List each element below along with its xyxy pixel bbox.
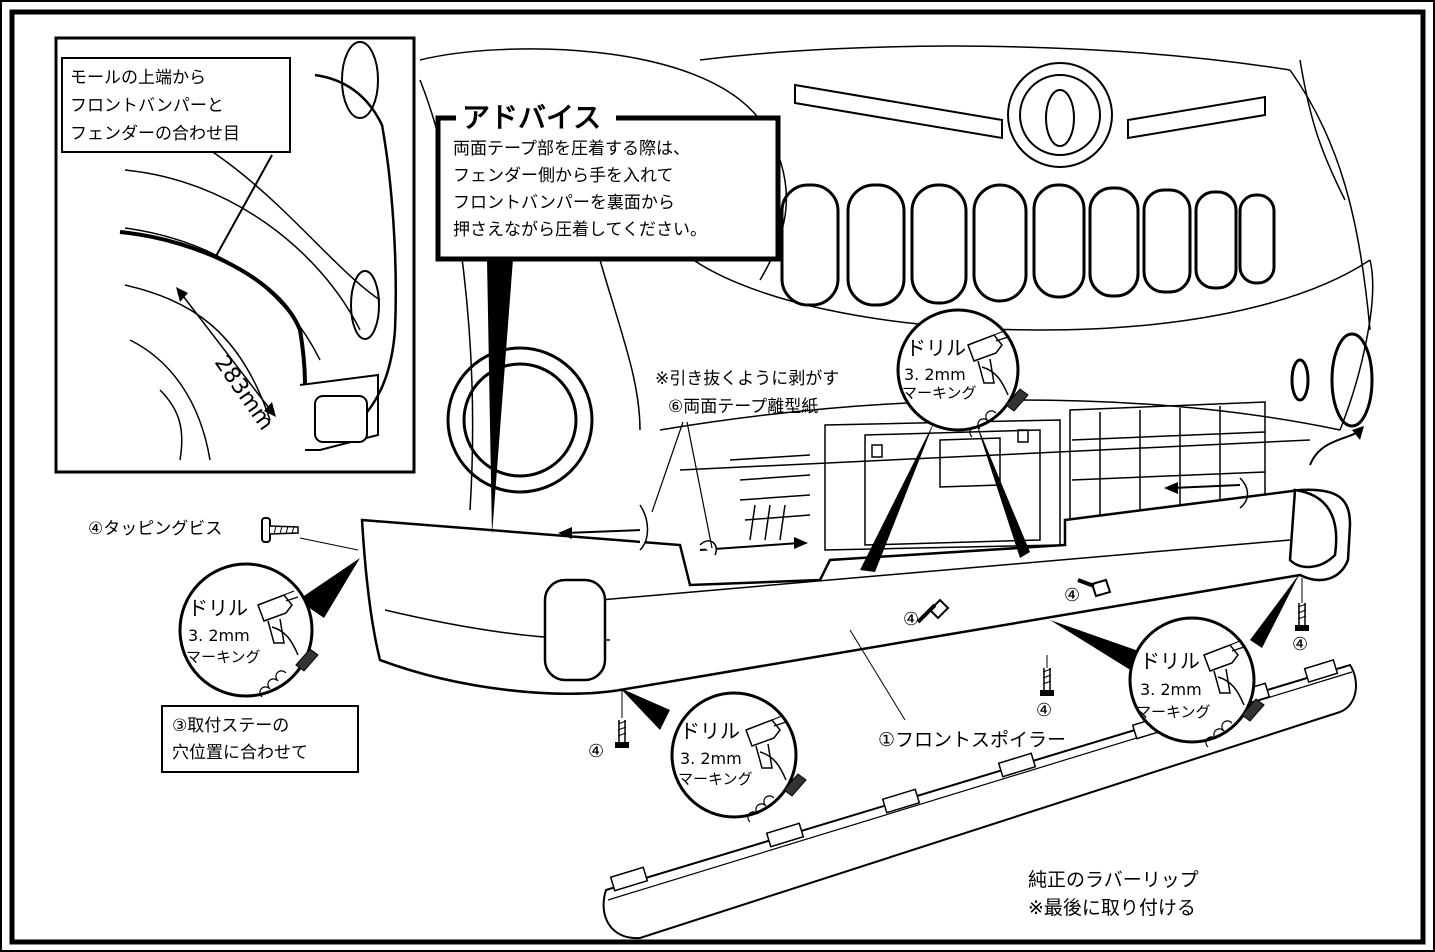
drill-title: ドリル (906, 336, 966, 360)
advice-line-2: フェンダー側から手を入れて (453, 166, 674, 186)
upper-slots (794, 83, 1266, 140)
drill-badge-left: ドリル 3. 2mm マーキング (178, 562, 319, 698)
screw-number-label: ④ (1036, 700, 1052, 721)
drill-size: 3. 2mm (680, 749, 742, 768)
front-spoiler-label: ①フロントスポイラー (878, 729, 1066, 751)
drill-size: 3. 2mm (188, 626, 250, 645)
marking-label: マーキング (1136, 703, 1211, 721)
emblem (1007, 62, 1113, 168)
stay-note-box: ③取付ステーの 穴位置に合わせて (161, 705, 359, 773)
inset-caption-line-1: モールの上端から (70, 68, 206, 88)
screw-center-right: ④ (1064, 578, 1112, 606)
tape-leader-lines (651, 421, 713, 549)
screw-number-label: ④ (588, 741, 604, 762)
marking-label: マーキング (902, 384, 977, 402)
advice-callout: アドバイス 両面テープ部を圧着する際は、 フェンダー側から手を入れて フロントバ… (435, 100, 781, 535)
screw-bottom-left: ④ (588, 690, 630, 762)
inset-caption-line-3: フェンダーの合わせ目 (70, 124, 240, 144)
stay-note-line-1: ③取付ステーの (172, 716, 289, 736)
tape-peel-note: ※引き抜くように剥がす (655, 369, 839, 389)
drill-badge-right: ドリル 3. 2mm マーキング (1128, 616, 1265, 748)
tape-release-paper-label: ⑥両面テープ離型紙 (668, 397, 818, 417)
spoiler-leader (849, 629, 906, 721)
drill-size: 3. 2mm (904, 365, 966, 384)
tapping-screw-icon (261, 517, 299, 543)
tape-release-arrows (558, 426, 1364, 556)
drill-wedges (298, 420, 1300, 730)
drill-title: ドリル (680, 719, 740, 743)
screw-right-edge: ④ (1292, 578, 1310, 655)
drill-title: ドリル (1140, 649, 1200, 673)
screw-leader (299, 537, 359, 551)
inner-frame (9, 9, 1426, 945)
screw-number-label: ④ (1292, 634, 1308, 655)
advice-line-1: 両面テープ部を圧着する際は、 (453, 139, 690, 159)
drill-badge-top: ドリル 3. 2mm マーキング (896, 308, 1029, 438)
advice-line-4: 押さえながら圧着してください。 (453, 220, 707, 240)
grille-openings (780, 183, 1276, 307)
screw-under-spoiler: ④ (1036, 655, 1055, 721)
drill-title: ドリル (188, 596, 248, 620)
marking-label: マーキング (186, 648, 261, 666)
drill-size: 3. 2mm (1140, 680, 1202, 699)
rubber-lip-label: 純正のラバーリップ (1028, 869, 1199, 891)
inset-caption-box: モールの上端から フロントバンパーと フェンダーの合わせ目 (61, 57, 291, 153)
side-lamp-right (1290, 332, 1374, 428)
rubber-lip-note: ※最後に取り付ける (1028, 897, 1196, 919)
front-spoiler (360, 488, 1352, 695)
advice-line-3: フロントバンパーを裏面から (453, 192, 675, 213)
marking-label: マーキング (678, 770, 753, 788)
vehicle-front-illustration (319, 45, 1374, 511)
drill-badge-bottom: ドリル 3. 2mm マーキング (670, 691, 807, 823)
tapping-screw-label: ④タッピングビス (88, 519, 222, 539)
screw-number-label: ④ (903, 609, 919, 630)
screw-center-left: ④ (903, 598, 950, 630)
screw-number-label: ④ (1064, 585, 1080, 606)
stay-note-line-2: 穴位置に合わせて (172, 743, 308, 763)
inset-caption-line-2: フロントバンパーと (70, 96, 224, 116)
fog-lamp-left (446, 346, 594, 494)
advice-title: アドバイス (462, 101, 601, 134)
